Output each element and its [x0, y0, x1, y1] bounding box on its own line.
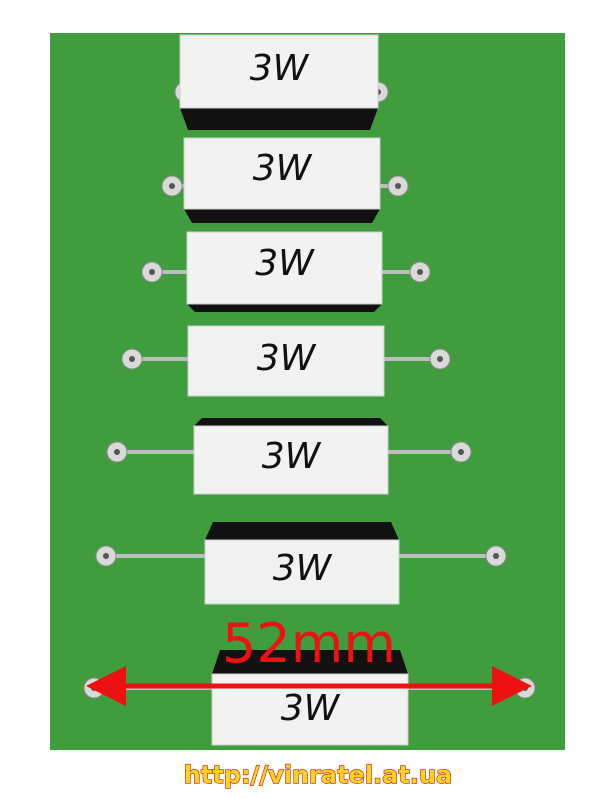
- resistor-side-face: [194, 418, 388, 426]
- pad-left-hole: [129, 356, 135, 362]
- resistor-body: [187, 325, 385, 397]
- resistor-side-face: [187, 304, 382, 312]
- pad-right-hole: [458, 449, 464, 455]
- resistor-body: [193, 425, 389, 495]
- resistor-body: [179, 34, 379, 109]
- resistor-side-face: [205, 522, 399, 540]
- pad-right-hole: [493, 553, 499, 559]
- resistor-label: 3W: [273, 548, 333, 589]
- resistor: 3W: [141, 231, 431, 312]
- watermark-url: http://vinratel.at.ua: [184, 761, 453, 789]
- pad-left-hole: [149, 269, 155, 275]
- resistor-label: 3W: [250, 48, 310, 89]
- pad-left-hole: [114, 449, 120, 455]
- resistor-label: 3W: [262, 436, 322, 477]
- resistor: 3W: [121, 325, 451, 397]
- dimension-annotation: 52mm: [86, 612, 532, 706]
- resistor-body: [186, 231, 383, 305]
- resistor-side-face: [184, 209, 380, 223]
- pad-right-hole: [395, 183, 401, 189]
- pad-right-hole: [522, 685, 528, 691]
- resistor-body: [204, 539, 400, 605]
- resistor-label: 3W: [257, 338, 317, 379]
- pad-right-hole: [437, 356, 443, 362]
- pad-left-hole: [169, 183, 175, 189]
- resistor-body: [183, 137, 381, 210]
- resistor: 3W: [161, 137, 409, 223]
- resistor-side-face: [180, 108, 378, 130]
- resistor-label: 3W: [253, 148, 313, 189]
- resistor: 3W: [174, 34, 389, 130]
- resistor-label: 3W: [255, 243, 315, 284]
- resistor: 3W: [95, 522, 507, 605]
- pad-left-hole: [103, 553, 109, 559]
- pad-right-hole: [417, 269, 423, 275]
- resistor-label: 3W: [281, 688, 341, 729]
- resistor: 3W: [106, 418, 472, 495]
- dimension-label: 52mm: [222, 612, 396, 675]
